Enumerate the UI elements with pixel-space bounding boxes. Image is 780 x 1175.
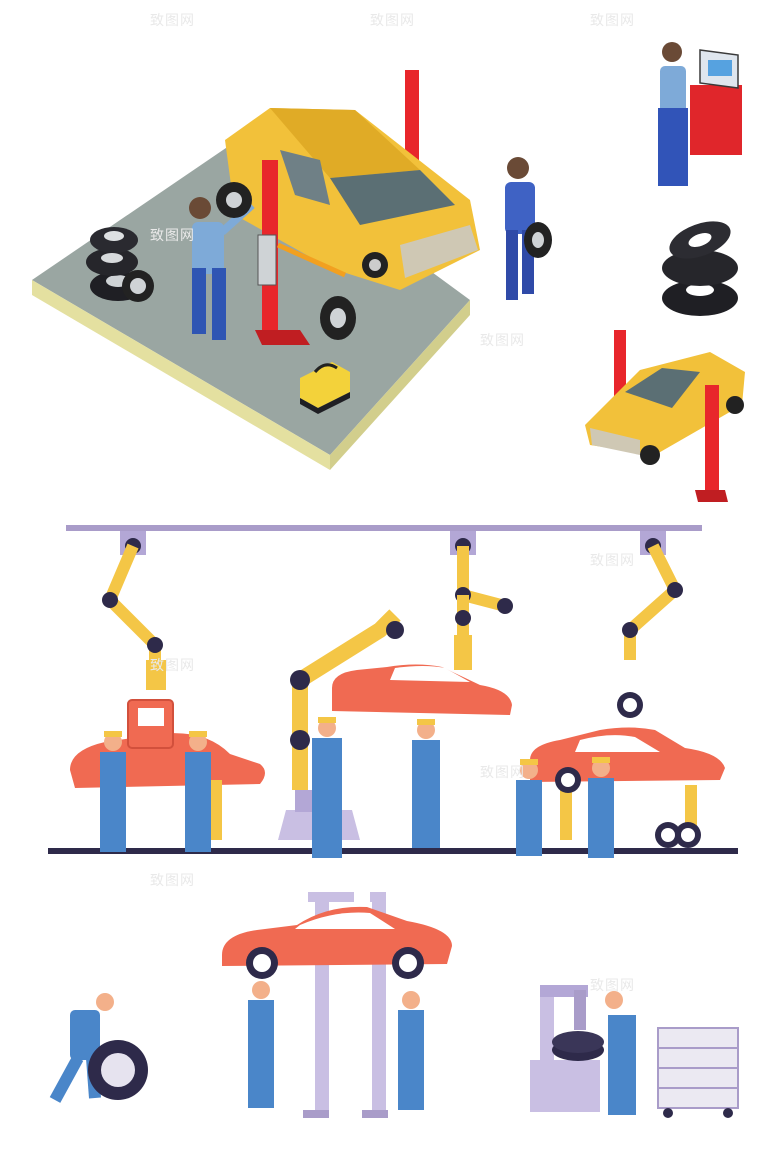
diagnostic-computer-icon [658,42,742,186]
tool-cart-icon [657,1027,739,1118]
tire-stack-icon [86,227,154,302]
mechanic-with-tire-icon [49,993,148,1103]
red-car-body-icon [222,892,452,1118]
mechanic-with-tire-icon [189,157,552,340]
robotic-arm-icon [66,525,702,840]
tire-stack-icon [662,221,738,316]
yellow-car-on-lift-icon [585,330,745,502]
toolbox-icon [300,362,350,414]
red-car-body-icon [70,664,725,848]
yellow-car-on-lift-icon [225,70,480,345]
isometric-garage-floor-icon [32,135,470,470]
tire-changer-machine-icon [530,985,604,1112]
assembly-worker-icon [48,717,738,858]
assembly-worker-icon [248,981,636,1115]
